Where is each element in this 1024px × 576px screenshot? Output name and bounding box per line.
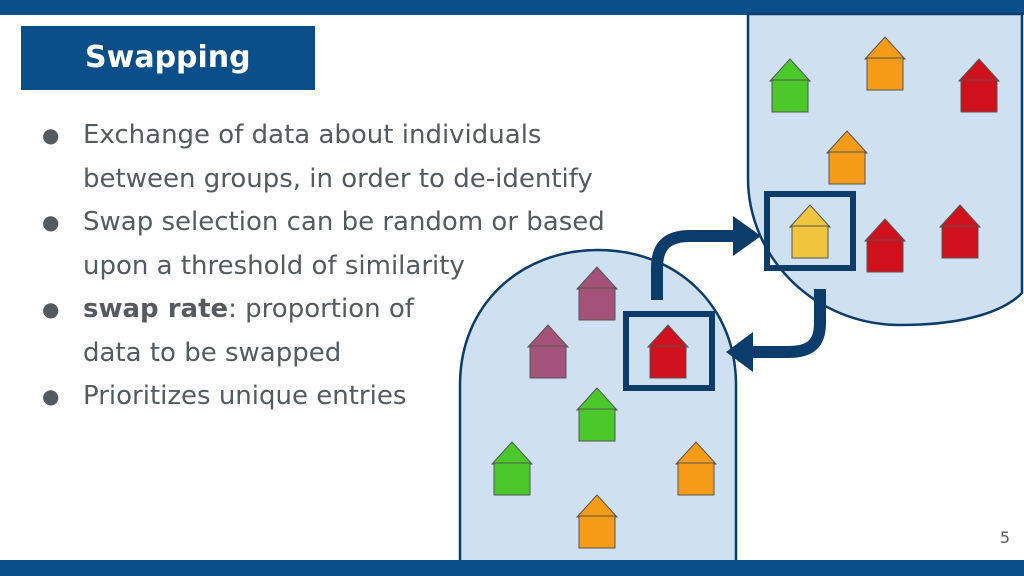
- house-icon-red: [938, 204, 982, 259]
- house-icon-purple: [575, 266, 619, 321]
- bullet-text-line: Exchange of data about individuals: [83, 120, 542, 150]
- selection-box-top: [764, 191, 856, 271]
- bullet-text-line: upon a threshold of similarity: [83, 250, 465, 281]
- house-icon-yellow: [788, 204, 832, 259]
- page-number: 5: [999, 528, 1010, 547]
- bullet-list: ● Exchange of data about individuals bet…: [42, 114, 682, 419]
- bullet-item: ● Swap selection can be random or based …: [42, 201, 682, 288]
- bullet-text-line: Swap selection can be random or based: [83, 207, 605, 237]
- house-icon-green: [575, 387, 619, 442]
- bullet-text-line: data to be swapped: [83, 337, 342, 368]
- bullet-dot-icon: ●: [42, 123, 60, 147]
- bottom-accent-bar: [0, 560, 1024, 576]
- arrowhead-left-icon: [726, 332, 753, 372]
- slide-title: Swapping: [85, 40, 251, 75]
- house-icon-orange: [863, 36, 907, 91]
- bullet-dot-icon: ●: [42, 210, 60, 234]
- bullet-dot-icon: ●: [42, 297, 60, 321]
- house-icon-orange: [825, 130, 869, 185]
- swap-arrow-up: [651, 230, 734, 300]
- bullet-text-line: Prioritizes unique entries: [83, 381, 407, 411]
- swap-arrow-down: [752, 289, 826, 358]
- house-icon-red: [646, 324, 690, 379]
- title-banner: Swapping: [21, 26, 315, 90]
- bullet-dot-icon: ●: [42, 384, 60, 408]
- house-icon-green: [490, 441, 534, 496]
- house-icon-red: [957, 58, 1001, 113]
- house-icon-green: [768, 58, 812, 113]
- arrowhead-right-icon: [733, 216, 761, 256]
- house-icon-orange: [575, 494, 619, 549]
- bullet-item: ● Exchange of data about individuals bet…: [42, 114, 682, 201]
- bullet-text-line: : proportion of: [228, 294, 414, 324]
- house-icon-orange: [674, 441, 718, 496]
- bullet-bold-term: swap rate: [83, 294, 229, 324]
- house-icon-purple: [526, 324, 570, 379]
- bullet-item: ● swap rate: proportion of data to be sw…: [42, 288, 682, 375]
- bullet-item: ● Prioritizes unique entries: [42, 375, 682, 419]
- house-icon-red: [863, 218, 907, 273]
- selection-box-bottom: [623, 311, 715, 391]
- bullet-text-line: between groups, in order to de-identify: [83, 163, 593, 194]
- top-accent-bar: [0, 0, 1024, 15]
